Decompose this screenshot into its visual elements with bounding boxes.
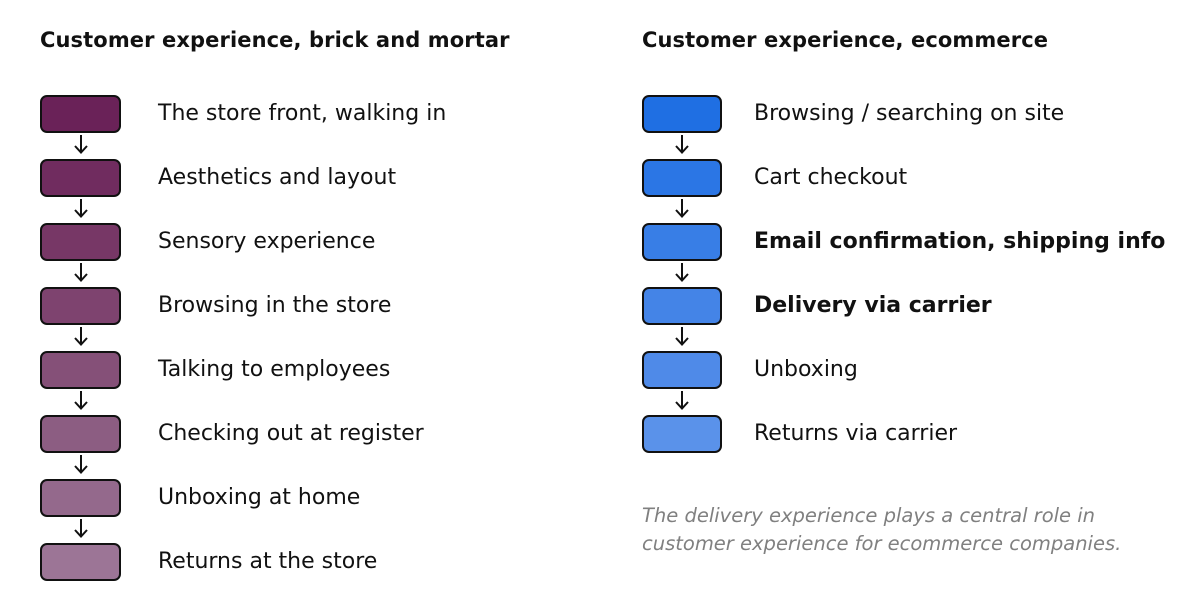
down-arrow-icon: [74, 135, 88, 154]
step-label: Returns via carrier: [754, 421, 958, 446]
step-box: [642, 351, 722, 389]
down-arrow-icon: [675, 391, 689, 410]
step-label: Browsing / searching on site: [754, 101, 1065, 126]
step-label: Talking to employees: [158, 357, 391, 382]
down-arrow-icon: [74, 455, 88, 474]
down-arrow-icon: [74, 199, 88, 218]
down-arrow-icon: [74, 263, 88, 282]
down-arrow-icon: [675, 263, 689, 282]
step-box: [40, 287, 121, 325]
step-label: Cart checkout: [754, 165, 908, 190]
down-arrow-icon: [74, 391, 88, 410]
brick-and-mortar-title: Customer experience, brick and mortar: [40, 28, 510, 52]
step-label: Unboxing at home: [158, 485, 361, 510]
step-box: [40, 159, 121, 197]
step-label: Checking out at register: [158, 421, 424, 446]
step-box: [642, 415, 722, 453]
step-label: Aesthetics and layout: [158, 165, 397, 190]
down-arrow-icon: [675, 199, 689, 218]
step-box: [642, 287, 722, 325]
step-box: [40, 223, 121, 261]
step-label: Returns at the store: [158, 549, 378, 574]
down-arrow-icon: [74, 327, 88, 346]
step-label: Delivery via carrier: [754, 293, 992, 318]
step-label: Email confirmation, shipping info: [754, 229, 1166, 254]
down-arrow-icon: [74, 519, 88, 538]
step-box: [40, 95, 121, 133]
step-box: [40, 479, 121, 517]
step-box: [642, 159, 722, 197]
step-label: Sensory experience: [158, 229, 376, 254]
step-label: Unboxing: [754, 357, 858, 382]
step-box: [40, 415, 121, 453]
step-box: [642, 223, 722, 261]
step-box: [40, 351, 121, 389]
step-box: [642, 95, 722, 133]
down-arrow-icon: [675, 327, 689, 346]
down-arrow-icon: [675, 135, 689, 154]
step-label: Browsing in the store: [158, 293, 392, 318]
step-box: [40, 543, 121, 581]
ecommerce-caption: The delivery experience plays a central …: [642, 504, 1122, 555]
step-label: The store front, walking in: [158, 101, 447, 126]
ecommerce-title: Customer experience, ecommerce: [642, 28, 1049, 52]
